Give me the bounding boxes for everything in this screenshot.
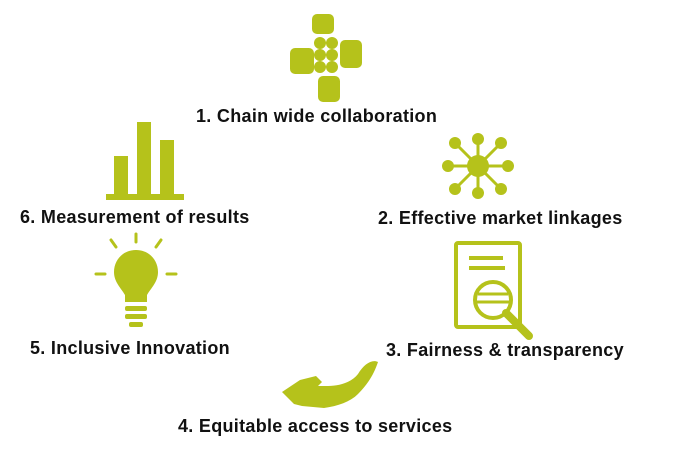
label-inclusive-innovation: 5. Inclusive Innovation — [30, 338, 230, 358]
label-equitable-access-to-services: 4. Equitable access to services — [178, 416, 453, 436]
document-magnifier-icon — [453, 240, 535, 340]
bar-chart-icon — [106, 120, 186, 202]
open-hand-icon — [278, 356, 382, 412]
network-nodes-icon — [441, 132, 515, 200]
label-fairness-transparency: 3. Fairness & transparency — [386, 340, 624, 360]
label-chain-wide-collaboration: 1. Chain wide collaboration — [196, 106, 438, 126]
lightbulb-icon — [94, 232, 178, 332]
label-effective-market-linkages: 2. Effective market linkages — [378, 208, 623, 228]
label-measurement-of-results: 6. Measurement of results — [20, 207, 250, 227]
collaboration-blocks-icon — [288, 12, 364, 104]
